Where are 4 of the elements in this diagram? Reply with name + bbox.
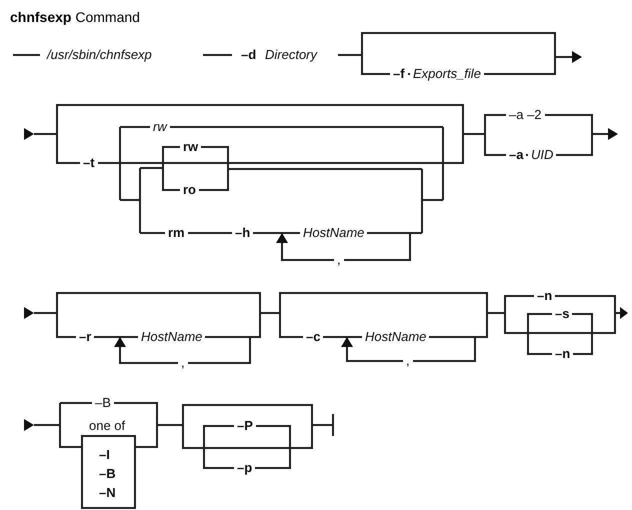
parameter-name: Exports_file [410, 66, 484, 82]
parameter-name: Directory [262, 47, 320, 63]
choice-note: one of [88, 418, 126, 434]
diagram-title: chnfsexp Command [10, 8, 140, 26]
